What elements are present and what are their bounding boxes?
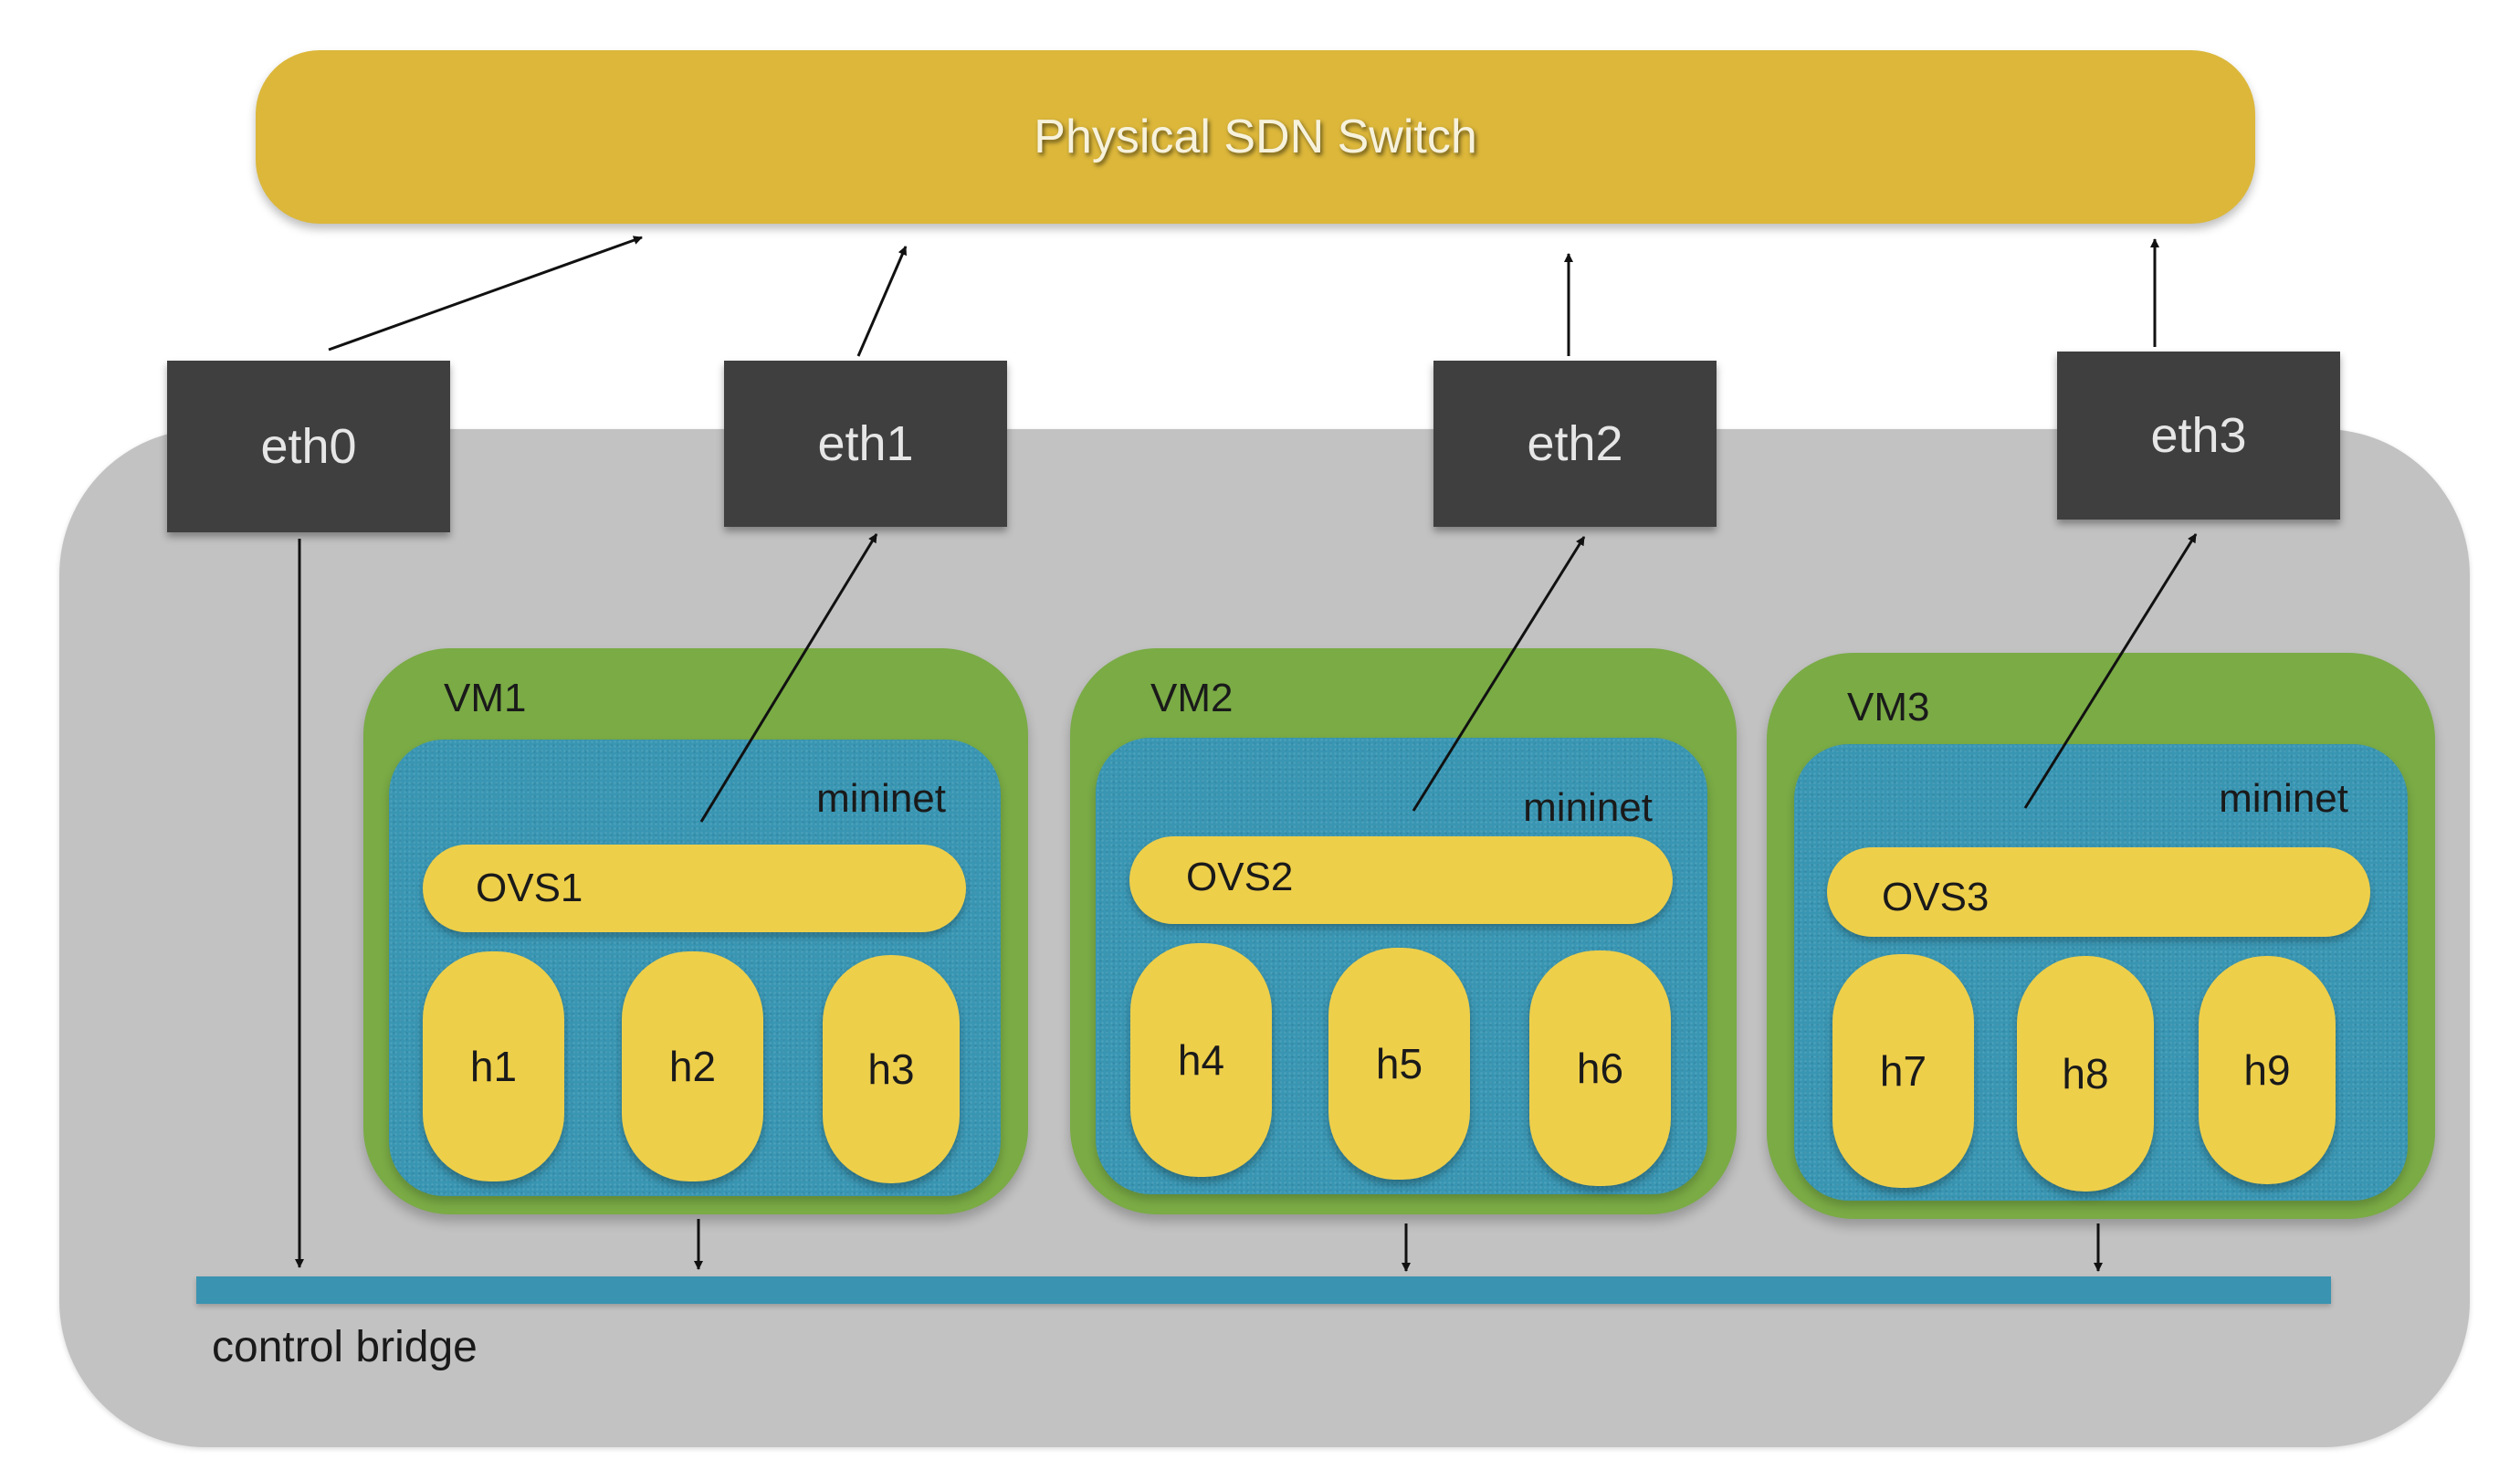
interface-eth0-label: eth0: [260, 419, 357, 474]
arrow-eth0-to-switch: [328, 236, 643, 352]
host-h5: h5: [1328, 948, 1470, 1180]
control-bridge-label: control bridge: [212, 1323, 478, 1371]
host-h5-label: h5: [1375, 1040, 1423, 1087]
host-h6: h6: [1529, 950, 1671, 1186]
vm1-label: VM1: [444, 676, 527, 720]
host-h1: h1: [423, 951, 564, 1181]
vm3-mininet-label: mininet: [2219, 776, 2348, 821]
host-h1-label: h1: [469, 1043, 518, 1090]
interface-eth1: eth1: [724, 361, 1007, 527]
host-h4: h4: [1130, 943, 1272, 1177]
ovs3-label: OVS3: [1882, 875, 1990, 919]
vm3: VM3 mininet OVS3 h7 h8 h9: [1767, 653, 2435, 1219]
ovs2-label: OVS2: [1186, 855, 1294, 899]
interface-eth3-label: eth3: [2150, 408, 2247, 463]
control-bridge: [196, 1276, 2331, 1304]
physical-sdn-switch-label: Physical SDN Switch: [1034, 110, 1477, 163]
vm1: VM1 mininet OVS1 h1 h2 h3: [363, 648, 1028, 1214]
arrow-eth1-to-switch: [856, 246, 908, 357]
vm2: VM2 mininet OVS2 h4 h5 h6: [1070, 648, 1737, 1214]
host-h3-label: h3: [867, 1045, 915, 1093]
vm3-label: VM3: [1847, 685, 1930, 730]
vm2-mininet: mininet OVS2 h4 h5 h6: [1096, 738, 1707, 1194]
interface-eth2: eth2: [1433, 361, 1717, 527]
host-h8-label: h8: [2062, 1050, 2109, 1097]
host-h2: h2: [622, 951, 763, 1181]
vm1-mininet-label: mininet: [816, 776, 946, 821]
arrow-ovs3-to-eth3: [2023, 533, 2198, 809]
interface-eth0: eth0: [167, 361, 450, 532]
arrow-ovs2-to-eth2: [1412, 536, 1586, 812]
host-h7: h7: [1832, 954, 1974, 1188]
ovs2: OVS2: [1129, 836, 1673, 924]
interface-eth2-label: eth2: [1527, 416, 1623, 471]
vm3-mininet: mininet OVS3 h7 h8 h9: [1794, 744, 2408, 1201]
physical-sdn-switch: Physical SDN Switch: [256, 50, 2255, 224]
host-h4-label: h4: [1177, 1036, 1225, 1084]
vm2-label: VM2: [1150, 676, 1234, 720]
ovs1: OVS1: [423, 845, 966, 932]
vm1-mininet: mininet OVS1 h1 h2 h3: [389, 740, 1001, 1196]
host-h9: h9: [2199, 956, 2336, 1184]
host-h6-label: h6: [1576, 1045, 1624, 1092]
host-h7-label: h7: [1879, 1047, 1927, 1095]
host-h8: h8: [2017, 956, 2154, 1192]
ovs1-label: OVS1: [476, 866, 583, 910]
host-h2-label: h2: [668, 1043, 717, 1090]
interface-eth1-label: eth1: [817, 416, 914, 471]
arrow-ovs1-to-eth1: [699, 533, 878, 823]
host-h9-label: h9: [2243, 1046, 2291, 1094]
ovs3: OVS3: [1827, 847, 2370, 937]
vm2-mininet-label: mininet: [1523, 785, 1653, 830]
host-h3: h3: [823, 955, 960, 1183]
interface-eth3: eth3: [2057, 352, 2340, 520]
